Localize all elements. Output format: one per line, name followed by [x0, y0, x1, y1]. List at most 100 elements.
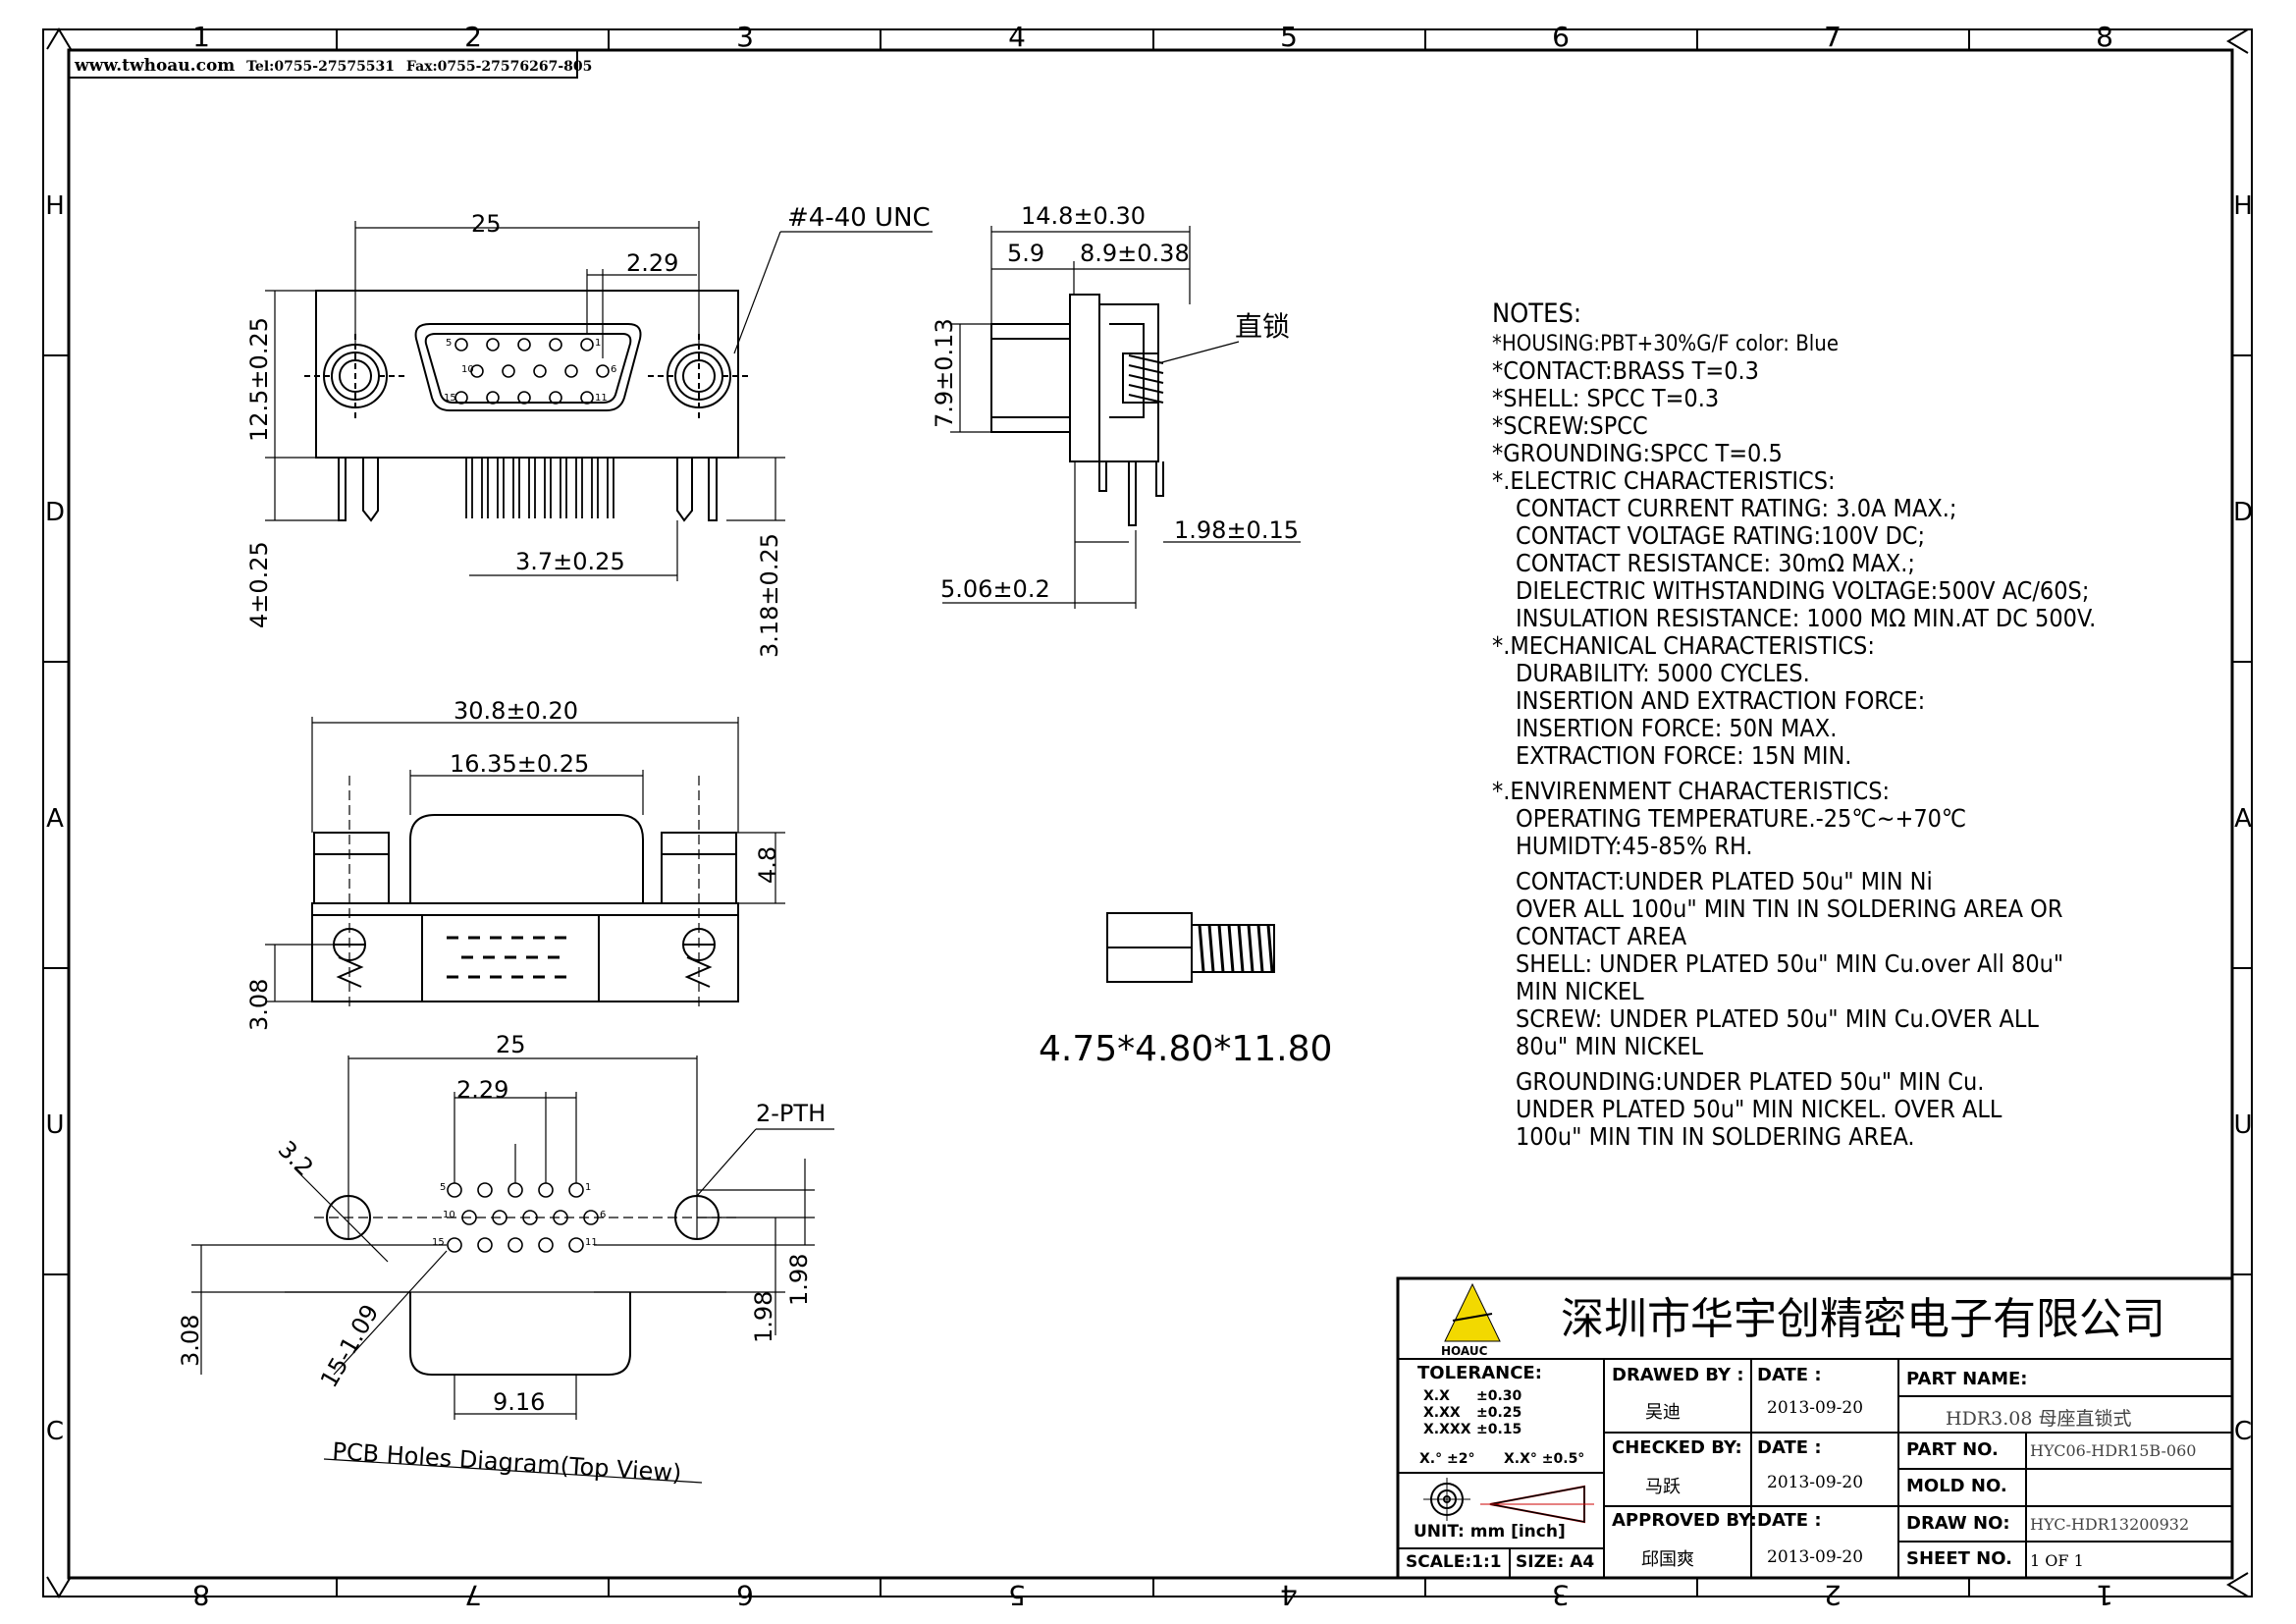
- pcb-dim-row-a: 1.98: [750, 1291, 777, 1343]
- side-dim-depth: 14.8±0.30: [1021, 202, 1146, 230]
- note-line: 100u" MIN TIN IN SOLDERING AREA.: [1516, 1121, 1915, 1151]
- zone-row-left-c: C: [46, 1417, 64, 1446]
- notes-block: NOTES: *HOUSING:PBT+30%G/F color: Blue *…: [1492, 298, 2238, 1151]
- zone-row-left-d: D: [45, 498, 65, 527]
- pcb-dim-row-b: 1.98: [785, 1254, 813, 1306]
- pcb-caption: PCB Holes Diagram(Top View): [332, 1437, 683, 1487]
- part-no-value: HYC06-HDR15B-060: [2030, 1441, 2197, 1460]
- front-dim-pitch: 2.29: [626, 249, 678, 277]
- zone-col-top-5: 5: [1280, 21, 1298, 53]
- zone-row-left-a: A: [46, 804, 64, 834]
- pcb-dim-pin-hole: 15-1.09: [315, 1300, 385, 1392]
- note-line: *.ELECTRIC CHARACTERISTICS:: [1492, 465, 1836, 495]
- draw-no-value: HYC-HDR13200932: [2030, 1515, 2190, 1534]
- date-label-2: DATE :: [1757, 1437, 1822, 1458]
- zone-ticks: [43, 29, 2252, 1597]
- pcb-pin-label-5: 5: [440, 1182, 446, 1193]
- front-dim-pin-offset: 3.7±0.25: [515, 548, 625, 575]
- angle-tolerance-b: X.X° ±0.5°: [1504, 1451, 1585, 1467]
- zone-col-top-4: 4: [1008, 21, 1026, 53]
- header-fax: Fax:0755-27576267-805: [405, 59, 593, 75]
- front-view: [265, 221, 933, 581]
- side-dim-height: 7.9±0.13: [931, 318, 958, 428]
- zone-col-top-8: 8: [2096, 21, 2113, 53]
- note-line: INSERTION AND EXTRACTION FORCE:: [1516, 685, 1926, 715]
- scale-label: SCALE:1:1: [1406, 1552, 1502, 1572]
- note-line: UNDER PLATED 50u" MIN NICKEL. OVER ALL: [1516, 1094, 2002, 1123]
- front-pin-label-10: 10: [461, 364, 474, 375]
- side-dim-pin-spacing: 1.98±0.15: [1174, 516, 1299, 544]
- checked-by-label: CHECKED BY:: [1612, 1437, 1742, 1458]
- tolerance-xxxx-value: ±0.15: [1476, 1422, 1522, 1437]
- title-block: [1396, 1276, 2234, 1580]
- front-dim-thread: #4-40 UNC: [787, 203, 931, 233]
- front-pin-label-5: 5: [446, 338, 452, 349]
- pcb-dim-pitch: 2.29: [456, 1076, 508, 1104]
- note-line: DIELECTRIC WITHSTANDING VOLTAGE:500V AC/…: [1516, 575, 2090, 605]
- side-dim-depth-b: 8.9±0.38: [1080, 240, 1190, 267]
- pcb-pin-label-6: 6: [600, 1210, 606, 1220]
- front-dim-width: 25: [471, 210, 502, 238]
- note-line: CONTACT AREA: [1516, 921, 1687, 950]
- zone-col-top-2: 2: [464, 21, 482, 53]
- front-pin-label-11: 11: [595, 393, 608, 404]
- pcb-dim-hole: 3.2: [273, 1135, 319, 1181]
- company-logo: [1444, 1282, 1501, 1342]
- zone-row-right-c: C: [2234, 1417, 2252, 1446]
- date-value-1: 2013-09-20: [1767, 1398, 1864, 1418]
- zone-row-right-a: A: [2234, 804, 2252, 834]
- drawn-by-label: DRAWED BY :: [1612, 1365, 1744, 1385]
- drawn-by-value: 吴迪: [1645, 1402, 1681, 1423]
- tolerance-xxxx-key: X.XXX: [1423, 1422, 1471, 1437]
- note-line: EXTRACTION FORCE: 15N MIN.: [1516, 740, 1852, 770]
- zone-col-bottom-1: 1: [2096, 1579, 2113, 1611]
- front-dim-height: 12.5±0.25: [245, 317, 273, 442]
- zone-row-right-u: U: [2233, 1110, 2252, 1140]
- note-line: OVER ALL 100u" MIN TIN IN SOLDERING AREA…: [1516, 893, 2063, 923]
- zone-col-top-7: 7: [1824, 21, 1842, 53]
- date-label-3: DATE :: [1757, 1510, 1822, 1531]
- top-dim-width: 30.8±0.20: [454, 697, 578, 725]
- zone-row-right-d: D: [2233, 498, 2253, 527]
- pcb-dim-offset: 3.08: [177, 1315, 204, 1367]
- tolerance-xxx-key: X.XX: [1423, 1405, 1461, 1421]
- date-value-2: 2013-09-20: [1767, 1473, 1864, 1492]
- note-line: *SCREW:SPCC: [1492, 410, 1648, 440]
- header-url[interactable]: www.twhoau.com: [75, 56, 236, 76]
- unit-label: UNIT: mm [inch]: [1414, 1522, 1566, 1542]
- pcb-dim-pth: 2-PTH: [756, 1100, 826, 1127]
- front-dim-board-lock: 3.18±0.25: [756, 533, 783, 658]
- approved-by-value: 邱国爽: [1641, 1549, 1694, 1570]
- pcb-pin-label-15: 15: [432, 1237, 445, 1248]
- company-name: 深圳市华宇创精密电子有限公司: [1561, 1294, 2165, 1344]
- side-dim-base: 5.06±0.2: [940, 575, 1050, 603]
- sheet-no-value: 1 OF 1: [2030, 1551, 2084, 1570]
- corner-arrow-br: [2226, 1572, 2249, 1597]
- side-dim-depth-a: 5.9: [1007, 240, 1044, 267]
- zone-col-bottom-5: 5: [1008, 1579, 1026, 1611]
- zone-row-left-h: H: [45, 191, 65, 221]
- zone-col-bottom-8: 8: [192, 1579, 210, 1611]
- note-line: OPERATING TEMPERATURE.-25℃~+70℃: [1516, 803, 1967, 833]
- date-value-3: 2013-09-20: [1767, 1547, 1864, 1567]
- notes-title: NOTES:: [1492, 298, 1582, 329]
- draw-no-label: DRAW NO:: [1906, 1513, 2010, 1534]
- zone-row-right-h: H: [2233, 191, 2253, 221]
- note-line: INSERTION FORCE: 50N MAX.: [1516, 713, 1838, 742]
- pcb-pin-label-10: 10: [443, 1210, 455, 1220]
- note-line: CONTACT RESISTANCE: 30mΩ MAX.;: [1516, 548, 1915, 577]
- zone-col-bottom-6: 6: [736, 1579, 754, 1611]
- note-line: SCREW: UNDER PLATED 50u" MIN Cu.OVER ALL: [1516, 1003, 2039, 1033]
- approved-by-label: APPROVED BY:: [1612, 1510, 1757, 1531]
- note-line: *.ENVIRENMENT CHARACTERISTICS:: [1492, 776, 1891, 805]
- tolerance-xxx-value: ±0.25: [1476, 1405, 1522, 1421]
- note-line: *CONTACT:BRASS T=0.3: [1492, 355, 1759, 385]
- screw-drawing: [1106, 912, 1275, 983]
- zone-col-top-1: 1: [192, 21, 210, 53]
- pcb-dim-center: 9.16: [493, 1388, 545, 1416]
- note-line: GROUNDING:UNDER PLATED 50u" MIN Cu.: [1516, 1066, 1985, 1096]
- company-logo-text: HOAUC: [1441, 1344, 1488, 1358]
- pcb-view: [191, 1056, 834, 1484]
- checked-by-value: 马跃: [1645, 1477, 1681, 1497]
